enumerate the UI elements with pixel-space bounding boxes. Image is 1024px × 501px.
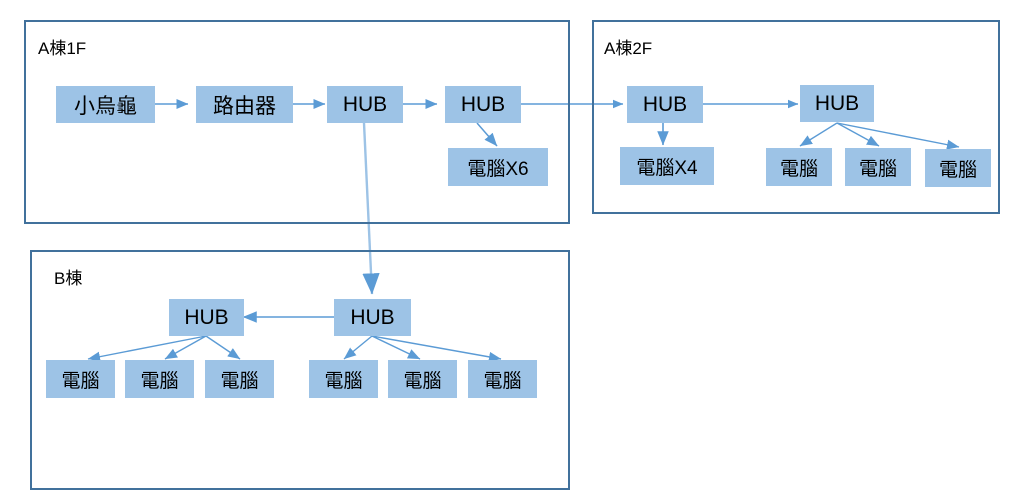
node-a2f-hub-1[interactable]: HUB [627,86,703,123]
node-b-pc-left-1[interactable]: 電腦 [46,360,115,398]
node-b-pc-left-2[interactable]: 電腦 [125,360,194,398]
node-a2f-hub-2[interactable]: HUB [800,85,874,122]
node-a1f-hub-1[interactable]: HUB [327,86,403,123]
node-modem-xiaowugui[interactable]: 小烏龜 [56,86,155,123]
panel-a-building-1f [24,20,570,224]
panel-b-building-title: B棟 [54,269,83,288]
node-a2f-pc-x4[interactable]: 電腦X4 [620,147,714,185]
node-a2f-pc-1[interactable]: 電腦 [766,148,832,186]
panel-b-building [30,250,570,490]
panel-a-building-2f [592,20,1000,214]
panel-a-building-1f-title: A棟1F [38,39,87,58]
node-b-hub-right[interactable]: HUB [334,299,411,336]
node-a2f-pc-2[interactable]: 電腦 [845,148,911,186]
node-a1f-hub-2[interactable]: HUB [445,86,521,123]
node-b-pc-right-2[interactable]: 電腦 [388,360,457,398]
panel-a-building-2f-title: A棟2F [604,39,653,58]
node-a1f-pc-x6[interactable]: 電腦X6 [448,148,548,186]
node-b-pc-left-3[interactable]: 電腦 [205,360,274,398]
node-b-pc-right-1[interactable]: 電腦 [309,360,378,398]
node-a2f-pc-3[interactable]: 電腦 [925,149,991,187]
node-router[interactable]: 路由器 [196,86,293,123]
node-b-hub-left[interactable]: HUB [169,299,244,336]
node-b-pc-right-3[interactable]: 電腦 [468,360,537,398]
